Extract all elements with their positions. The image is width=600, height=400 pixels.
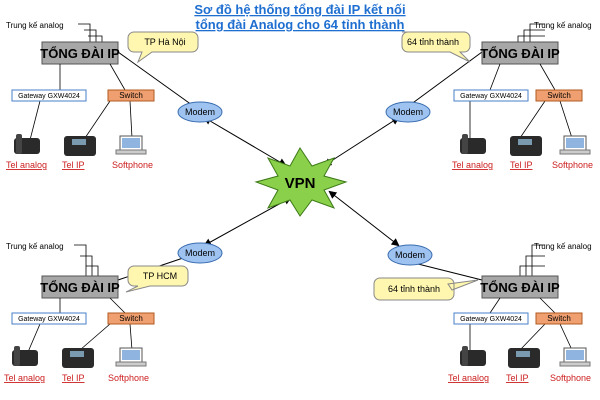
trunk-label: Trung kế analog <box>534 21 592 30</box>
modem-tr: Modem <box>385 101 431 123</box>
pbx-label: TỔNG ĐÀI IP <box>40 46 120 61</box>
switch-box <box>535 89 583 102</box>
analog-phone-icon <box>460 134 486 154</box>
site-callout: 64 tỉnh thành <box>388 284 440 294</box>
device-label-softphone: Softphone <box>552 160 593 170</box>
site-top-left: Trung kế analog TỔNG ĐÀI IP TP Hà Nội Ga… <box>6 21 199 170</box>
gateway-label: Gateway GXW4024 <box>460 93 522 100</box>
device-label-ip: Tel IP <box>506 373 529 383</box>
device-label-softphone: Softphone <box>550 373 591 383</box>
modem-br: Modem <box>387 244 433 266</box>
device-label-analog: Tel analog <box>6 160 47 170</box>
gateway-box <box>453 89 529 102</box>
gateway-box <box>11 312 87 325</box>
device-label-softphone: Softphone <box>112 160 153 170</box>
pbx-box <box>41 275 119 299</box>
site-callout: 64 tỉnh thành <box>407 37 459 47</box>
gateway-box <box>453 312 529 325</box>
site-bottom-left: Trung kế analog TỔNG ĐÀI IP TP HCM Gatew… <box>4 242 189 383</box>
device-label-analog: Tel analog <box>452 160 493 170</box>
switch-label: Switch <box>547 314 571 323</box>
gateway-box <box>11 89 87 102</box>
ip-phone-icon <box>508 348 540 368</box>
trunk-label: Trung kế analog <box>6 21 64 30</box>
laptop-icon <box>559 135 591 155</box>
pbx-label: TỔNG ĐÀI IP <box>480 280 560 295</box>
laptop-icon <box>115 135 147 155</box>
laptop-icon <box>559 347 591 367</box>
site-top-right: Trung kế analog TỔNG ĐÀI IP 64 tỉnh thàn… <box>401 21 593 170</box>
site-callout: TP Hà Nội <box>144 37 185 47</box>
site-bottom-right: Trung kế analog TỔNG ĐÀI IP 64 tỉnh thàn… <box>373 242 592 383</box>
switch-box <box>107 312 155 325</box>
trunk-label: Trung kế analog <box>6 242 64 251</box>
gateway-label: Gateway GXW4024 <box>460 316 522 323</box>
device-label-softphone: Softphone <box>108 373 149 383</box>
modem-label: Modem <box>185 107 215 117</box>
diagram-title-line2: tổng đài Analog cho 64 tỉnh thành <box>196 17 405 32</box>
laptop-icon <box>115 347 147 367</box>
pbx-label: TỔNG ĐÀI IP <box>480 46 560 61</box>
pbx-box <box>41 41 119 65</box>
device-label-ip: Tel IP <box>62 373 85 383</box>
site-callout: TP HCM <box>143 271 177 281</box>
analog-phone-icon <box>12 346 38 366</box>
pbx-box <box>481 41 559 65</box>
trunk-label: Trung kế analog <box>534 242 592 251</box>
switch-label: Switch <box>119 91 143 100</box>
ip-phone-icon <box>64 136 96 156</box>
gateway-label: Gateway GXW4024 <box>18 93 80 100</box>
analog-phone-icon <box>460 346 486 366</box>
pbx-label: TỔNG ĐÀI IP <box>40 280 120 295</box>
modem-label: Modem <box>393 107 423 117</box>
switch-box <box>107 89 155 102</box>
ip-phone-icon <box>62 348 94 368</box>
modem-tl: Modem <box>177 101 223 123</box>
switch-box <box>535 312 583 325</box>
vpn-label: VPN <box>285 175 316 192</box>
device-label-ip: Tel IP <box>510 160 533 170</box>
device-label-ip: Tel IP <box>62 160 85 170</box>
diagram-title-line1: Sơ đồ hệ thống tổng đài IP kết nối <box>194 2 405 17</box>
switch-label: Switch <box>547 91 571 100</box>
ip-phone-icon <box>510 136 542 156</box>
modem-label: Modem <box>185 248 215 258</box>
modem-label: Modem <box>395 250 425 260</box>
analog-phone-icon <box>14 134 40 154</box>
device-label-analog: Tel analog <box>4 373 45 383</box>
vpn-cloud: VPN <box>254 147 348 217</box>
modem-bl: Modem <box>177 242 223 264</box>
device-label-analog: Tel analog <box>448 373 489 383</box>
switch-label: Switch <box>119 314 143 323</box>
gateway-label: Gateway GXW4024 <box>18 316 80 323</box>
pbx-box <box>481 275 559 299</box>
